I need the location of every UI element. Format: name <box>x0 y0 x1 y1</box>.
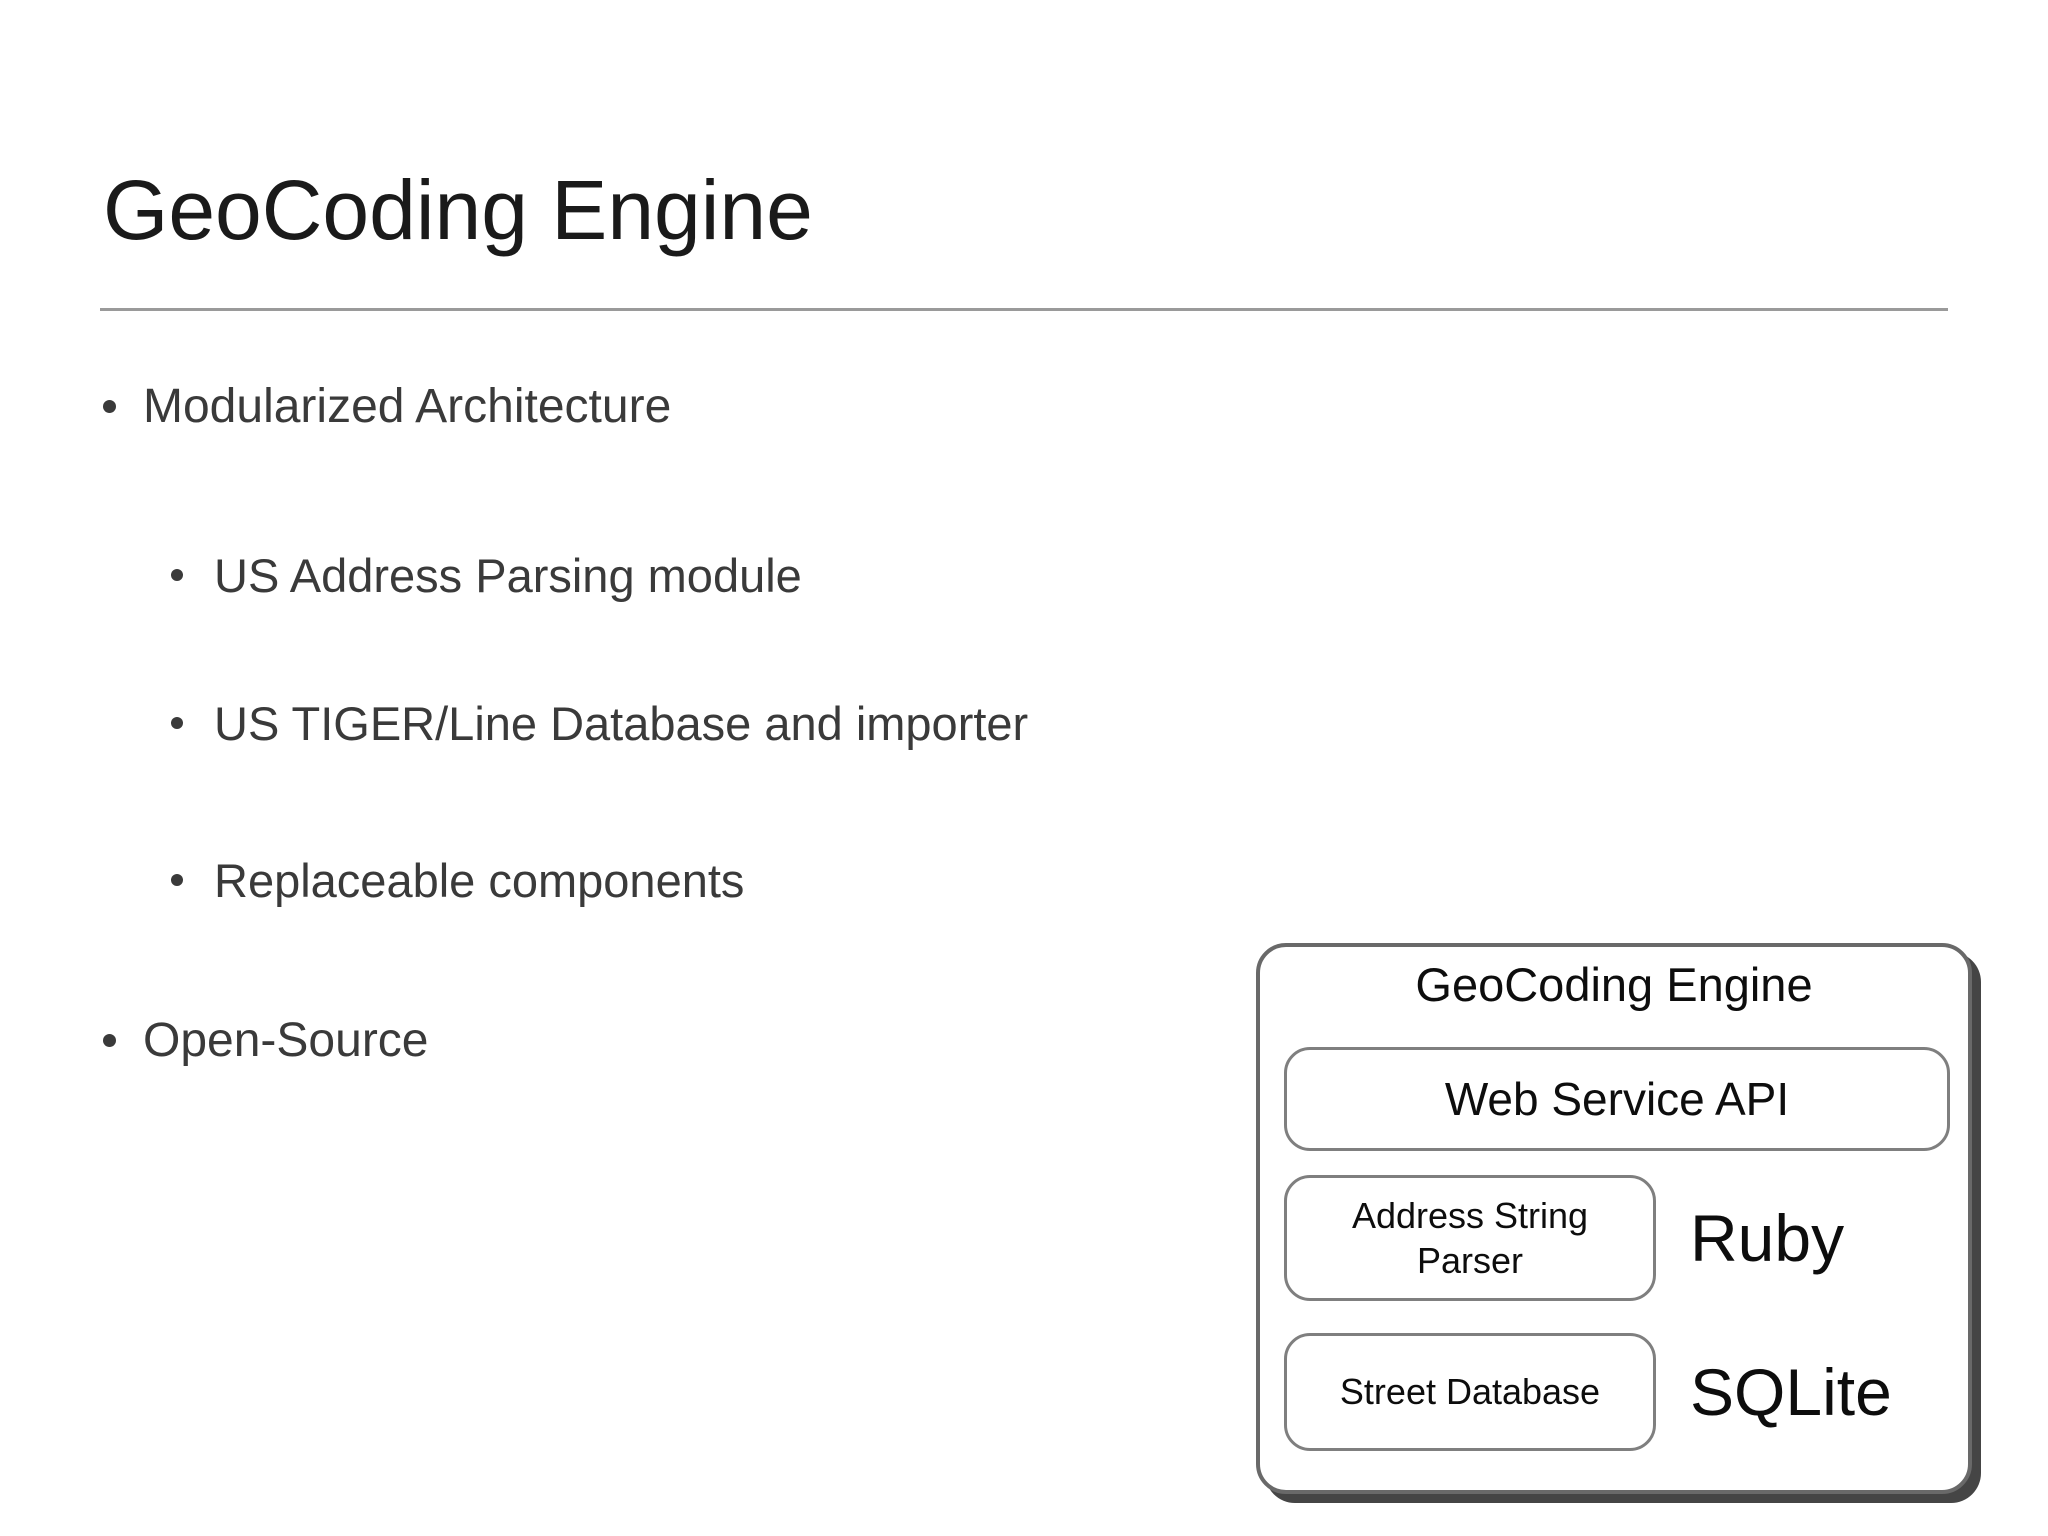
bullet-dot-icon <box>103 1033 116 1047</box>
bullet-modularized-architecture: Modularized Architecture <box>103 376 671 436</box>
bullet-text: US TIGER/Line Database and importer <box>214 696 1029 750</box>
bullet-dot-icon <box>171 717 183 729</box>
bullet-dot-icon <box>171 569 183 581</box>
bullet-text: Replaceable components <box>214 853 745 907</box>
title-divider <box>100 308 1948 311</box>
bullet-text: US Address Parsing module <box>214 548 802 602</box>
address-string-parser-label: Address String Parser <box>1351 1195 1589 1281</box>
street-database-box: Street Database <box>1284 1333 1656 1451</box>
bullet-replaceable-components: Replaceable components <box>171 850 744 910</box>
web-service-api-box: Web Service API <box>1284 1047 1950 1151</box>
bullet-dot-icon <box>103 399 116 413</box>
geocoding-engine-diagram: GeoCoding Engine Web Service API Address… <box>1256 943 1972 1494</box>
address-string-parser-box: Address String Parser <box>1284 1175 1656 1301</box>
bullet-dot-icon <box>171 874 183 886</box>
diagram-title: GeoCoding Engine <box>1415 958 1813 1011</box>
bullet-text: Open-Source <box>143 1013 429 1067</box>
bullet-text: Modularized Architecture <box>143 379 672 433</box>
street-database-label: Street Database <box>1339 1371 1601 1412</box>
page-title: GeoCoding Engine <box>103 163 813 257</box>
ruby-label: Ruby <box>1690 1201 1845 1275</box>
bullet-open-source: Open-Source <box>103 1010 429 1070</box>
sqlite-label: SQLite <box>1690 1355 1892 1429</box>
bullet-us-tiger-line: US TIGER/Line Database and importer <box>171 693 1028 753</box>
web-service-api-label: Web Service API <box>1444 1073 1790 1125</box>
bullet-us-address-parsing: US Address Parsing module <box>171 545 802 605</box>
